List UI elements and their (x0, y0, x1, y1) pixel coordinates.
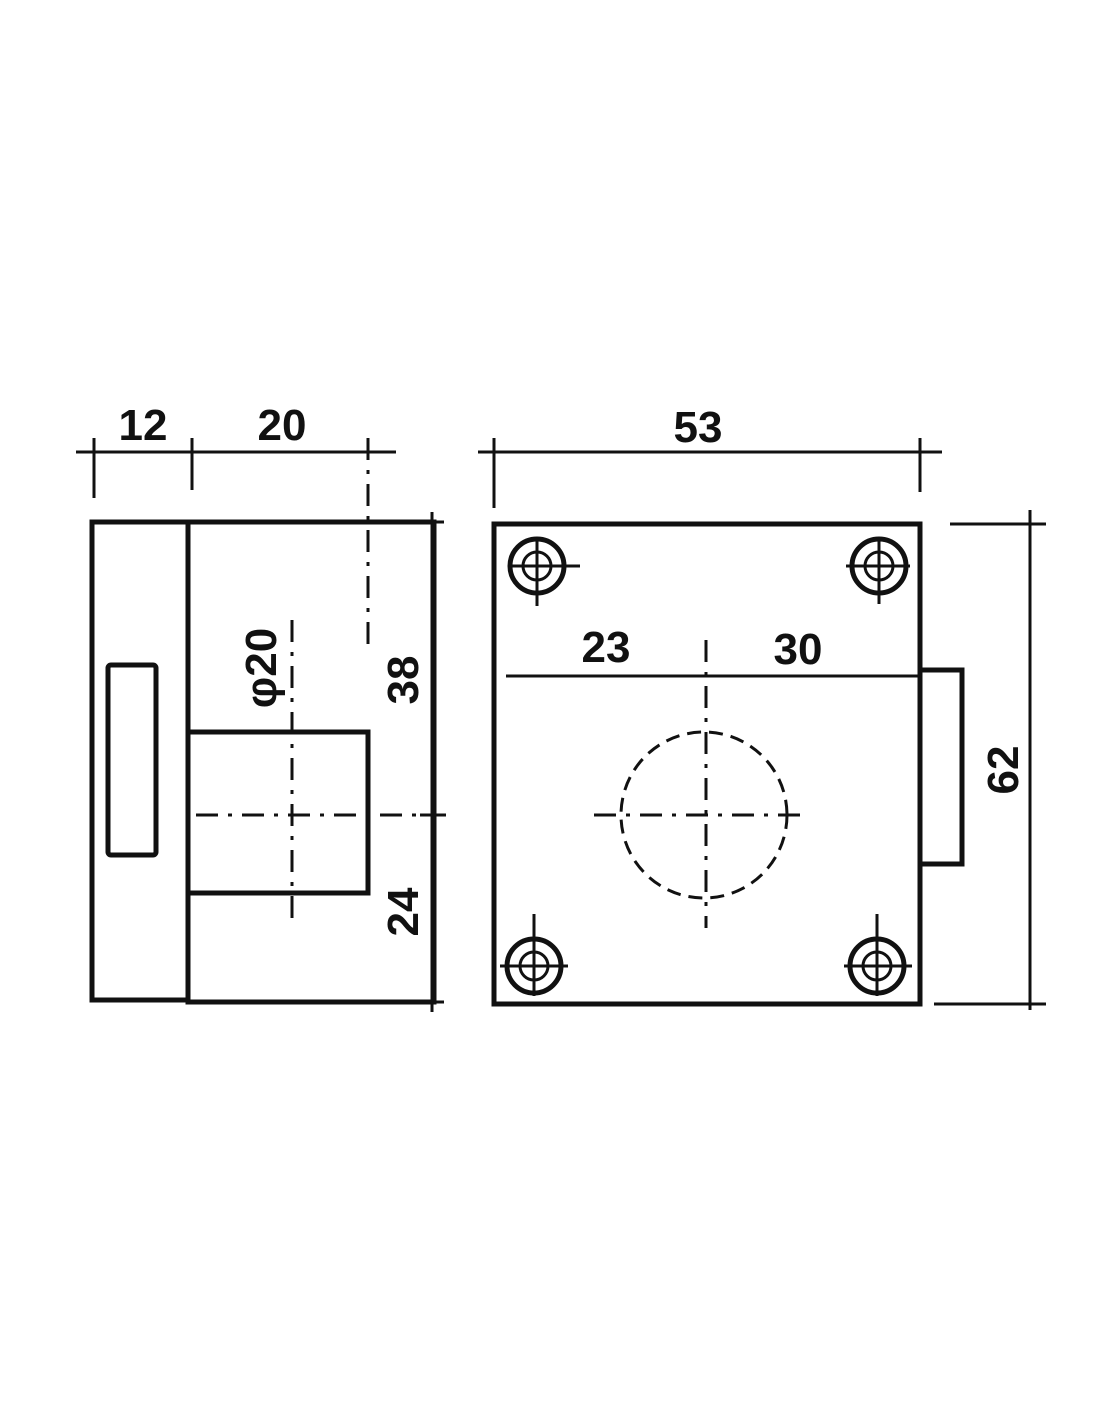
dim-side-body-width: 20 (258, 401, 307, 450)
dim-side-front-width: 12 (119, 401, 168, 450)
front-bolt (917, 667, 965, 867)
screw-hole-bottom-right (844, 914, 912, 996)
front-view: 53 62 23 30 (478, 403, 1046, 1010)
dim-front-left-to-center: 23 (582, 623, 631, 672)
side-body-outline (185, 519, 437, 1005)
dim-front-center-to-right: 30 (774, 625, 823, 674)
front-plate (491, 521, 923, 1007)
screw-hole-top-right (846, 536, 910, 604)
dim-cylinder-diameter: φ20 (237, 628, 286, 708)
dim-side-lower-height: 24 (379, 887, 428, 936)
screw-hole-top-left (507, 536, 580, 606)
screw-hole-bottom-left (500, 914, 568, 996)
side-front-plate (89, 519, 191, 1003)
side-key-slot (105, 662, 159, 858)
dim-front-width: 53 (674, 403, 723, 452)
side-cylinder (187, 729, 371, 896)
dim-front-height: 62 (979, 746, 1028, 795)
side-view: 12 20 38 24 φ20 (76, 401, 446, 1012)
dim-side-upper-height: 38 (379, 656, 428, 705)
